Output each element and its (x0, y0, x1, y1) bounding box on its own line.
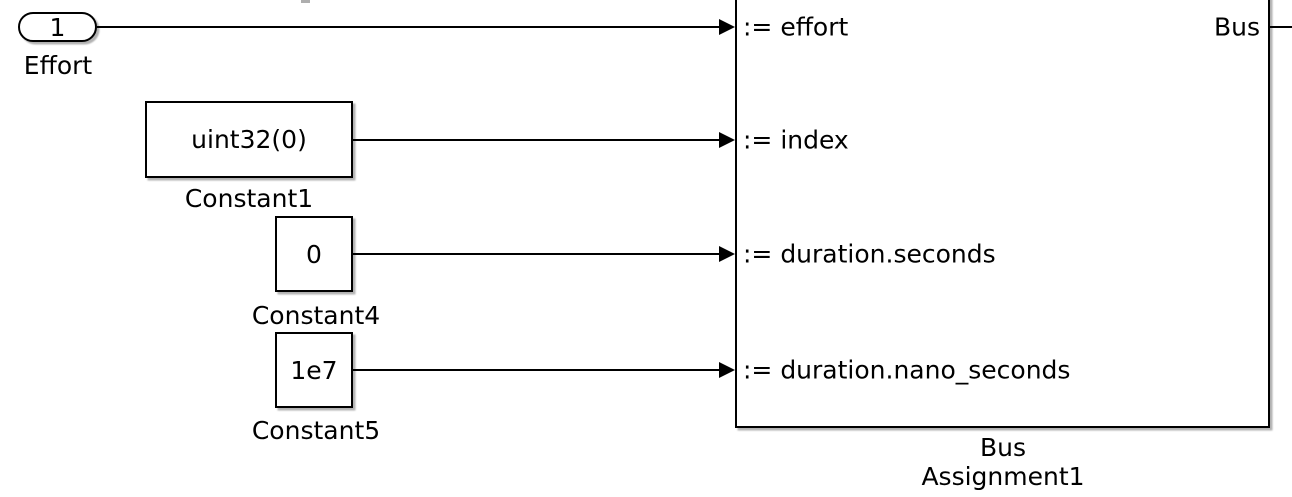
constant5-block[interactable]: 1e7 (275, 332, 353, 408)
wire-duration-nano-seconds-signal[interactable] (353, 369, 720, 371)
arrowhead-icon[interactable] (719, 19, 735, 35)
bus-input-port-effort: := effort (743, 12, 849, 42)
inport-number: 1 (49, 12, 66, 42)
constant5-value: 1e7 (290, 355, 338, 385)
bus-output-port-label: Bus (1213, 12, 1260, 42)
bus-assignment-label[interactable]: Bus Assignment1 (921, 433, 1084, 491)
bus-input-port-duration-seconds: := duration.seconds (743, 239, 996, 269)
constant1-label[interactable]: Constant1 (184, 184, 314, 213)
arrowhead-icon[interactable] (719, 132, 735, 148)
wire-effort-signal[interactable] (97, 26, 720, 28)
inport-block-effort[interactable]: 1 (18, 12, 97, 42)
constant4-value: 0 (306, 239, 322, 269)
bus-assignment-label-line2: Assignment1 (921, 462, 1085, 491)
bus-assignment-label-line1: Bus (979, 433, 1027, 462)
bus-input-port-duration-nano-seconds: := duration.nano_seconds (743, 355, 1071, 385)
constant5-label[interactable]: Constant5 (251, 416, 381, 445)
wire-bus-output-signal[interactable] (1270, 26, 1292, 28)
constant4-label[interactable]: Constant4 (251, 301, 381, 330)
wire-index-signal[interactable] (353, 139, 720, 141)
constant4-block[interactable]: 0 (275, 216, 353, 292)
constant1-block[interactable]: uint32(0) (145, 101, 353, 178)
clipped-artifact (301, 0, 310, 3)
inport-label-effort[interactable]: Effort (23, 51, 93, 80)
bus-assignment-block[interactable]: := effort := index := duration.seconds :… (735, 0, 1270, 428)
constant1-value: uint32(0) (191, 125, 307, 154)
arrowhead-icon[interactable] (719, 246, 735, 262)
wire-duration-seconds-signal[interactable] (353, 253, 720, 255)
arrowhead-icon[interactable] (719, 362, 735, 378)
bus-input-port-index: := index (743, 125, 849, 155)
